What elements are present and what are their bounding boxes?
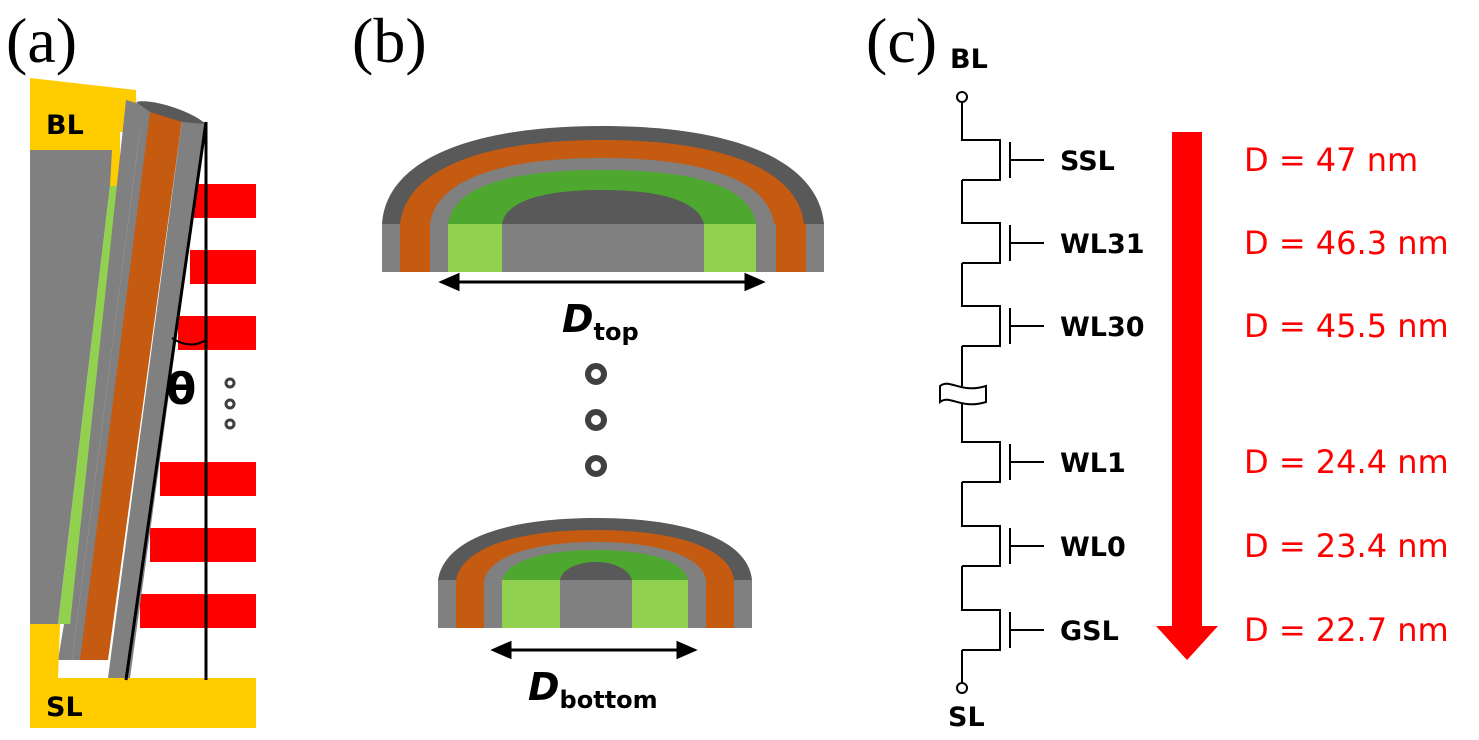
break-symbol: [939, 382, 987, 406]
core-oxide: [30, 150, 112, 624]
wordline-stripe: [140, 594, 256, 628]
transistor-label: GSL: [1060, 616, 1119, 647]
nand-string: [961, 102, 1044, 683]
bottom-slab-channel-right: [632, 580, 688, 628]
bl-label: BL: [46, 110, 84, 141]
arrowhead: [676, 640, 698, 660]
top-slab-trap-left: [400, 224, 430, 272]
tunnel-layer: [58, 100, 140, 660]
diameter-value: D = 22.7 nm: [1244, 611, 1449, 649]
circuit-bl-label: BL: [950, 44, 988, 75]
top-slab-channel-right: [704, 224, 756, 272]
ellipsis-rings-b: [585, 363, 607, 477]
transistor-channel: [961, 482, 1001, 567]
bottom-slab-trap-right: [706, 580, 734, 628]
diameter-trend-arrow: [1156, 132, 1218, 660]
panel-b-label: (b): [352, 5, 427, 76]
arrowhead: [490, 640, 512, 660]
bottom-slab-channel-left: [502, 580, 560, 628]
transistor-channel: [961, 402, 1001, 483]
d-top-sub: top: [594, 318, 639, 346]
arrow-shaft: [1172, 132, 1202, 626]
ellipsis-dots-a: [224, 377, 236, 430]
d-bottom-label: Dbottom: [528, 665, 658, 714]
transistor-channel: [961, 566, 1001, 651]
ring: [585, 363, 607, 385]
dot: [224, 398, 236, 410]
word-line-stripes: [140, 184, 256, 628]
bottom-slab: [438, 580, 752, 628]
ring: [585, 455, 607, 477]
arrowhead: [744, 272, 766, 292]
transistor-channel: [961, 263, 1001, 347]
panel-c: (c) BL SL SSL D = 47 nm WL31 D = 46.3 nm WL3…: [866, 5, 1449, 733]
break-shape: [939, 382, 987, 406]
wordline-stripe: [190, 250, 256, 284]
ring: [585, 409, 607, 431]
bottom-slab-trap-left: [456, 580, 484, 628]
transistor-label: WL30: [1060, 312, 1145, 343]
wordline-stripe: [150, 528, 256, 562]
d-bottom-sub: bottom: [560, 686, 658, 714]
slant-line: [124, 121, 208, 681]
d-bottom-main: D: [528, 665, 560, 709]
charge-trap-layer: [80, 112, 182, 660]
d-top-label: Dtop: [562, 297, 639, 346]
d-bottom-arrow: [490, 640, 698, 660]
panel-a-label: (a): [6, 5, 77, 76]
top-cross-section: [382, 126, 824, 272]
d-top-arrow: [438, 272, 766, 292]
sl-label: SL: [46, 692, 83, 723]
panel-c-label: (c): [866, 5, 937, 76]
arrow-head: [1156, 626, 1218, 660]
bottom-core-dome: [560, 562, 632, 580]
sl-terminal: [956, 682, 968, 694]
blocking-oxide: [108, 120, 206, 678]
top-cap: [136, 101, 206, 124]
circuit-sl-label: SL: [948, 702, 985, 733]
bl-terminal: [956, 91, 968, 103]
transistor-label: WL1: [1060, 448, 1126, 479]
dot: [224, 377, 236, 389]
diameter-value: D = 45.5 nm: [1244, 307, 1449, 345]
panel-a: (a) BL SL θ: [6, 5, 256, 728]
top-slab-channel-left: [448, 224, 502, 272]
transistor-channel: [961, 180, 1001, 264]
sl-electrode: [30, 624, 256, 728]
wordline-stripe: [194, 184, 256, 218]
arrowhead: [438, 272, 460, 292]
transistor-label: SSL: [1060, 146, 1115, 177]
top-core-dome: [502, 190, 704, 224]
diameter-value: D = 46.3 nm: [1244, 224, 1449, 262]
top-slab-trap-right: [776, 224, 806, 272]
theta-label: θ: [166, 364, 196, 415]
diameter-value: D = 47 nm: [1244, 141, 1418, 179]
diameter-value: D = 24.4 nm: [1244, 443, 1449, 481]
dot: [224, 418, 236, 430]
transistor-labels: SSL D = 47 nm WL31 D = 46.3 nm WL30 D = 45.5 …: [1060, 141, 1449, 649]
diameter-value: D = 23.4 nm: [1244, 527, 1449, 565]
transistor-label: WL31: [1060, 229, 1145, 260]
wordline-stripe: [160, 462, 256, 496]
d-top-main: D: [562, 297, 594, 341]
transistor-label: WL0: [1060, 532, 1126, 563]
bottom-cross-section: [438, 518, 752, 628]
bl-electrode: [30, 78, 136, 186]
transistor-channel: [961, 102, 1001, 181]
angle-arc: [171, 337, 207, 346]
panel-b: (b) Dtop: [352, 5, 824, 714]
